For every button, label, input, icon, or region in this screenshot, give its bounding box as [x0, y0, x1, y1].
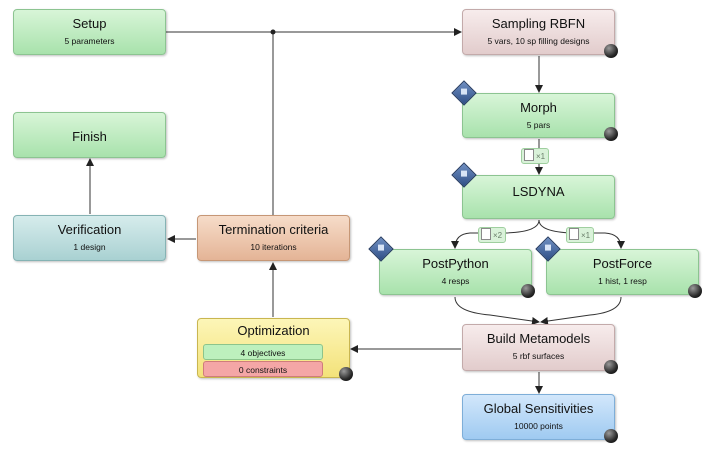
- morph-subtitle: 5 pars: [526, 120, 551, 130]
- optimization-node[interactable]: Optimization 4 objectives 0 constraints: [197, 318, 353, 381]
- morph-node[interactable]: Morph 5 pars: [451, 80, 618, 141]
- status-ball-icon: [521, 284, 535, 298]
- morph-title: Morph: [520, 100, 557, 115]
- termination-subtitle: 10 iterations: [250, 242, 297, 252]
- sampling-subtitle: 5 vars, 10 sp filling designs: [487, 36, 590, 46]
- global-sensitivities-node[interactable]: Global Sensitivities 10000 points: [462, 394, 618, 443]
- constraints-bar: 0 constraints: [203, 361, 323, 377]
- build-metamodels-title: Build Metamodels: [486, 331, 591, 346]
- global-sensitivities-title: Global Sensitivities: [483, 401, 594, 416]
- status-ball-icon: [604, 360, 618, 374]
- status-ball-icon: [604, 127, 618, 141]
- postforce-title: PostForce: [592, 256, 653, 271]
- status-ball-icon: [339, 367, 353, 381]
- status-ball-icon: [604, 429, 618, 443]
- setup-node[interactable]: Setup 5 parameters: [13, 9, 166, 55]
- file-transfer-badge[interactable]: ×1: [566, 227, 595, 243]
- postpython-node[interactable]: PostPython 4 resps: [368, 236, 535, 298]
- status-ball-icon: [688, 284, 702, 298]
- setup-title: Setup: [72, 16, 107, 31]
- edge-postforce-build: [540, 296, 622, 325]
- file-count: ×2: [493, 231, 503, 240]
- termination-criteria-node[interactable]: Termination criteria 10 iterations: [197, 215, 350, 261]
- build-metamodels-node[interactable]: Build Metamodels 5 rbf surfaces: [462, 324, 618, 374]
- sampling-rbfn-node[interactable]: Sampling RBFN 5 vars, 10 sp filling desi…: [462, 9, 618, 58]
- build-metamodels-subtitle: 5 rbf surfaces: [512, 351, 565, 361]
- postforce-node[interactable]: PostForce 1 hist, 1 resp: [535, 236, 702, 298]
- edge-postpython-build: [454, 296, 540, 325]
- postpython-subtitle: 4 resps: [441, 276, 470, 286]
- file-icon: [481, 228, 491, 240]
- status-ball-icon: [604, 44, 618, 58]
- finish-title: Finish: [72, 129, 107, 144]
- termination-title: Termination criteria: [218, 222, 329, 237]
- file-icon: [569, 228, 579, 240]
- file-count: ×1: [536, 152, 546, 161]
- lsdyna-title: LSDYNA: [512, 184, 565, 199]
- postforce-subtitle: 1 hist, 1 resp: [598, 276, 647, 286]
- verification-subtitle: 1 design: [73, 242, 106, 252]
- file-icon: [524, 149, 534, 161]
- file-count: ×1: [581, 231, 591, 240]
- objectives-bar: 4 objectives: [203, 344, 323, 360]
- sampling-title: Sampling RBFN: [491, 16, 586, 31]
- setup-subtitle: 5 parameters: [64, 36, 115, 46]
- verification-title: Verification: [57, 222, 122, 237]
- verification-node[interactable]: Verification 1 design: [13, 215, 166, 261]
- global-sensitivities-subtitle: 10000 points: [514, 421, 563, 431]
- lsdyna-node[interactable]: LSDYNA: [451, 162, 615, 219]
- postpython-title: PostPython: [422, 256, 489, 271]
- file-transfer-badge[interactable]: ×1: [521, 148, 550, 164]
- optimization-title: Optimization: [237, 323, 310, 338]
- finish-node[interactable]: Finish: [13, 112, 166, 158]
- file-transfer-badge[interactable]: ×2: [478, 227, 507, 243]
